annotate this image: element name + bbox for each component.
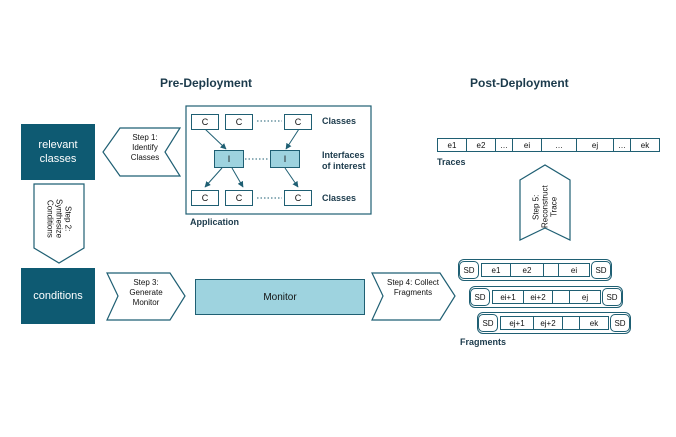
fragment-2-sd-end: SD [602,288,622,306]
step3-label: Step 3: Generate Monitor [129,278,163,307]
traces-label: Traces [437,157,466,167]
fragment-cell [562,316,580,330]
relevant-classes-box: relevant classes [21,124,95,180]
fragment-cell [552,290,570,304]
fragment-3-sd-end: SD [610,314,630,332]
fragment-cell: ei+2 [523,290,553,304]
trace-cell: … [613,138,631,152]
fragment-1-sd-start: SD [459,261,479,279]
fragment-cell: ej+1 [500,316,534,330]
arrow-i2-to-c3b [284,167,299,188]
class-box-4: C [191,190,219,206]
step1-arrow [102,127,182,177]
class-box-1: C [191,114,219,130]
monitor-box: Monitor [195,279,365,315]
trace-cell: ej [576,138,614,152]
trace-cell: e1 [437,138,467,152]
step5-arrow [519,164,571,241]
arrow-c3-to-i2 [285,128,300,150]
trace-cell: ek [630,138,660,152]
classes-label-top: Classes [322,116,357,126]
step5-label: Step 5: Reconstruct Trace [531,185,559,229]
pre-deployment-header: Pre-Deployment [160,76,253,90]
classes-label-bottom: Classes [322,193,357,203]
fragment-cell: e2 [510,263,544,277]
fragment-cell: ek [579,316,609,330]
fragment-cell: ei+1 [492,290,524,304]
class-box-5: C [225,190,253,206]
fragment-cell: ej [569,290,601,304]
interfaces-label: Interfaces of interest [322,150,366,171]
fragment-cell: e1 [481,263,511,277]
class-box-6: C [284,190,312,206]
fragment-3-sd-start: SD [478,314,498,332]
relevant-classes-text: relevant classes [38,139,78,165]
step3-arrow [106,272,186,321]
arrow-i1-to-c2b [231,167,244,188]
fragment-1-sd-end: SD [591,261,611,279]
step4-arrow [371,272,456,321]
class-box-3: C [284,114,312,130]
step4-label: Step 4: Collect Fragments [386,278,440,297]
trace-cell: ei [512,138,542,152]
arrow-i1-to-c1b [204,167,223,188]
fragment-cell: ei [558,263,590,277]
fragment-cell: ej+2 [533,316,563,330]
fragments-label: Fragments [460,337,507,347]
application-label: Application [190,217,239,227]
step2-label: Step 2: Synthesize Conditions [45,199,73,239]
arrow-c1-to-i1 [204,128,227,150]
trace-cell: … [495,138,513,152]
monitor-text: Monitor [263,291,297,303]
fragment-cell [543,263,559,277]
class-box-2: C [225,114,253,130]
conditions-text: conditions [33,290,83,302]
interface-box-1: I [214,150,244,168]
post-deployment-header: Post-Deployment [470,76,569,90]
conditions-box: conditions [21,268,95,324]
fragment-2-sd-start: SD [470,288,490,306]
interface-box-2: I [270,150,300,168]
trace-cell: … [541,138,577,152]
trace-cell: e2 [466,138,496,152]
step1-label: Step 1: Identify Classes [130,133,160,162]
step2-arrow [33,183,85,264]
